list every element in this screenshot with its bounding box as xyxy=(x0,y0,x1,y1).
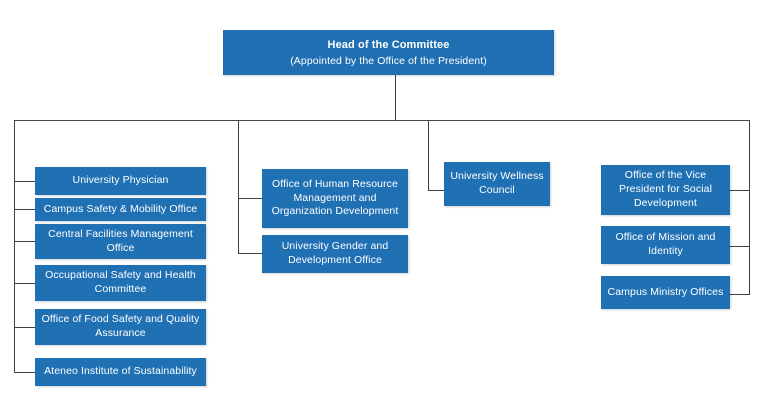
node-ateneo-institute-of-sustainability[interactable]: Ateneo Institute of Sustainability xyxy=(35,358,206,386)
connector-stub-c2-n1 xyxy=(238,253,262,254)
node-office-of-mission-and-identity[interactable]: Office of Mission and Identity xyxy=(601,226,730,264)
connector-stub-c1-n5 xyxy=(14,372,35,373)
connector-stub-c1-n3 xyxy=(14,283,35,284)
node-head-of-the-committee[interactable]: Head of the Committee (Appointed by the … xyxy=(223,30,554,75)
connector-stub-c2-n0 xyxy=(238,198,262,199)
node-campus-safety-and-mobility-office[interactable]: Campus Safety & Mobility Office xyxy=(35,198,206,221)
connector-spine-branch-1 xyxy=(14,120,15,373)
node-label: Ateneo Institute of Sustainability xyxy=(44,365,197,378)
connector-spine-branch-4 xyxy=(749,120,750,295)
node-label: University Physician xyxy=(72,174,169,187)
connector-stub-c3-n0 xyxy=(428,190,444,191)
node-university-gender-and-development-office[interactable]: University Gender and Development Office xyxy=(262,235,408,273)
connector-spine-branch-2 xyxy=(238,120,239,254)
connector-stub-c1-n1 xyxy=(14,209,35,210)
node-university-wellness-council[interactable]: University Wellness Council xyxy=(444,162,550,206)
node-office-of-the-vice-president-for-social-development[interactable]: Office of the Vice President for Social … xyxy=(601,165,730,215)
node-university-physician[interactable]: University Physician xyxy=(35,167,206,195)
node-label: University Wellness Council xyxy=(450,170,544,196)
head-node-title: Head of the Committee xyxy=(327,38,450,51)
connector-main-bus xyxy=(14,120,750,122)
connector-stub-c4-n2 xyxy=(730,294,750,295)
node-label: Campus Safety & Mobility Office xyxy=(43,202,198,215)
connector-stub-c1-n4 xyxy=(14,327,35,328)
head-node-subtitle: (Appointed by the Office of the Presiden… xyxy=(290,54,487,67)
node-office-of-food-safety-and-quality-assurance[interactable]: Office of Food Safety and Quality Assura… xyxy=(35,309,206,345)
node-label: Office of Mission and Identity xyxy=(615,231,716,257)
node-occupational-safety-and-health-committee[interactable]: Occupational Safety and Health Committee xyxy=(35,265,206,301)
node-label: University Gender and Development Office xyxy=(281,240,389,266)
connector-stub-c4-n1 xyxy=(730,246,750,247)
node-label: Central Facilities Management Office xyxy=(48,227,193,254)
node-central-facilities-management-office[interactable]: Central Facilities Management Office xyxy=(35,224,206,259)
connector-stub-c4-n0 xyxy=(730,190,750,191)
node-label: Office of the Vice President for Social … xyxy=(618,169,713,209)
node-office-of-human-resource-management-and-organization-development[interactable]: Office of Human Resource Management and … xyxy=(262,169,408,228)
connector-stub-c1-n2 xyxy=(14,241,35,242)
node-label: Campus Ministry Offices xyxy=(607,285,724,298)
node-label: Occupational Safety and Health Committee xyxy=(45,269,196,295)
node-label: Office of Food Safety and Quality Assura… xyxy=(41,313,200,339)
node-label: Office of Human Resource Management and … xyxy=(271,177,399,218)
connector-stub-c1-n0 xyxy=(14,181,35,182)
connector-root-drop xyxy=(395,75,396,121)
head-node-text-wrap: Head of the Committee (Appointed by the … xyxy=(290,38,487,69)
node-campus-ministry-offices[interactable]: Campus Ministry Offices xyxy=(601,276,730,309)
connector-spine-branch-3 xyxy=(428,120,429,191)
